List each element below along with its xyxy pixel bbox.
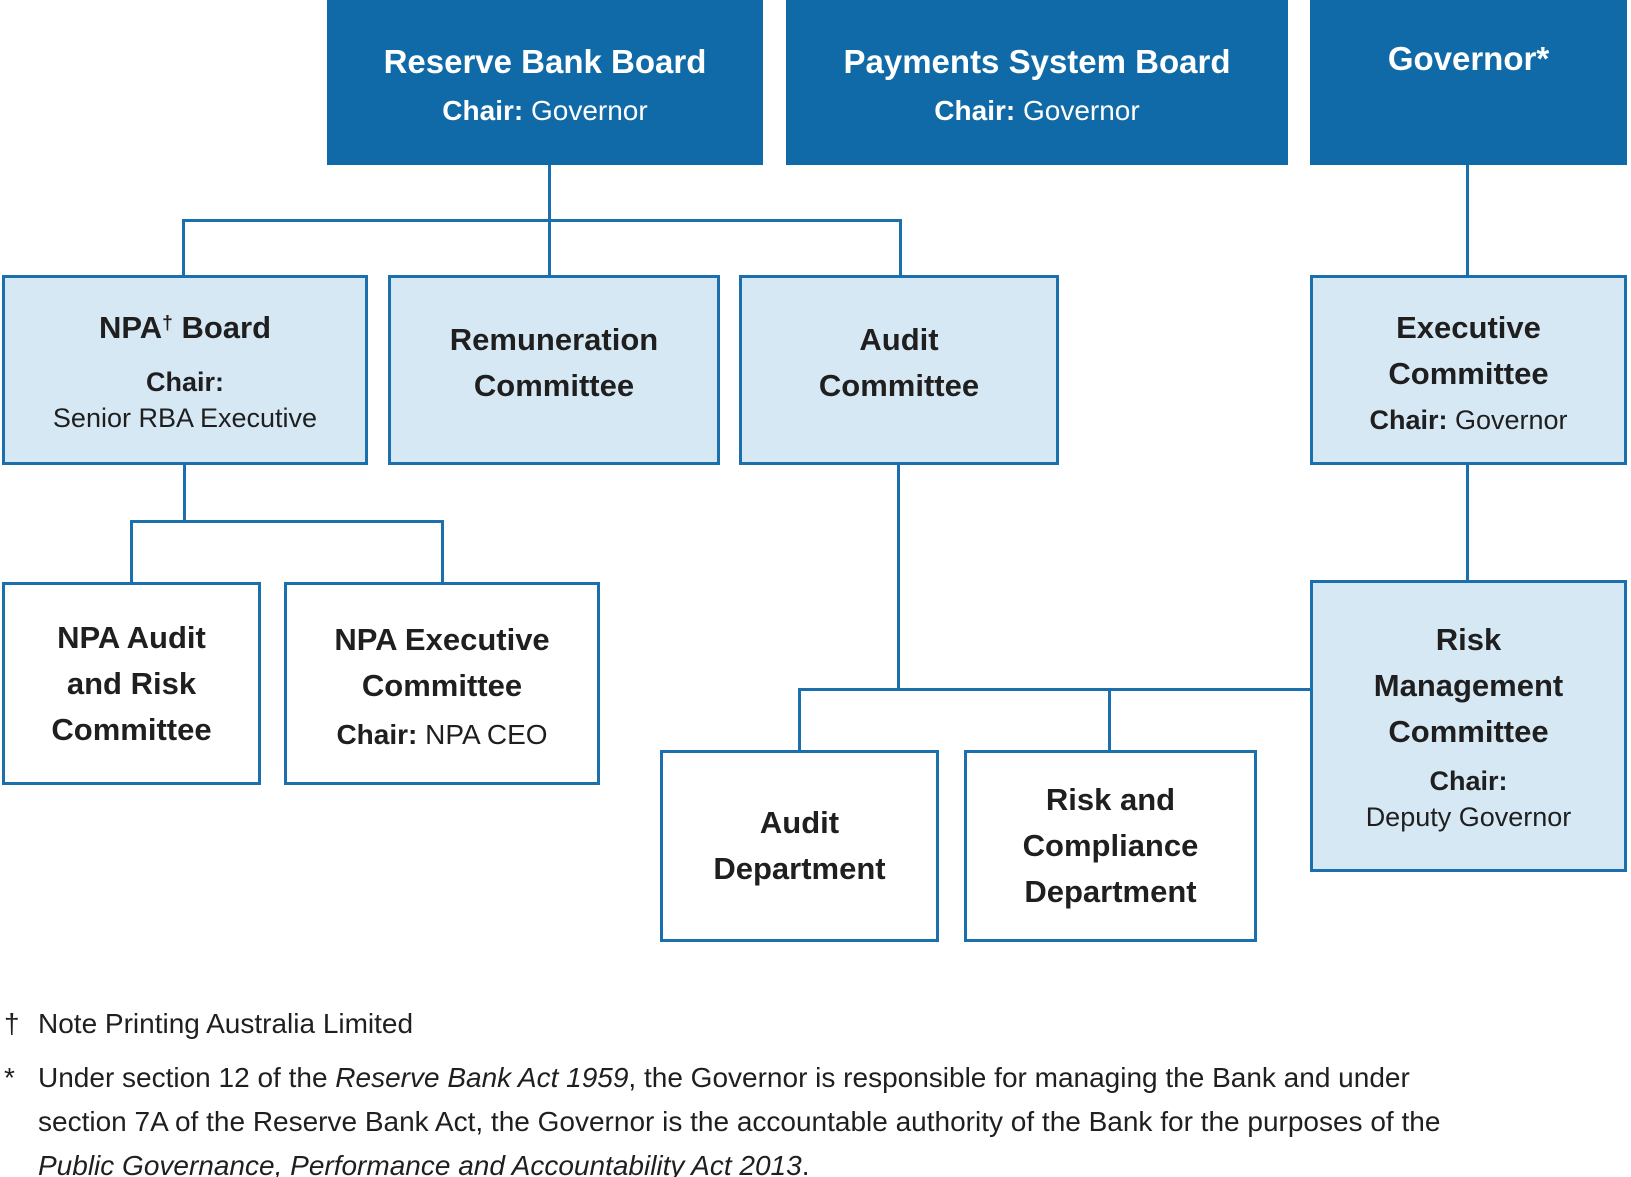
footnote-dagger-text: Note Printing Australia Limited <box>38 1008 414 1039</box>
footnote-asterisk-line3: Public Governance, Performance and Accou… <box>38 1150 810 1177</box>
risk-management-committee-title: Risk Management Committee <box>1373 622 1564 749</box>
footnote-asterisk-marker: * <box>4 1062 15 1093</box>
npa-executive-committee-chair: Chair: NPA CEO <box>336 718 548 750</box>
reserve-bank-board-chair: Chair: Governor <box>442 94 648 126</box>
footnote-dagger: † Note Printing Australia Limited <box>4 1002 1614 1046</box>
executive-committee-title: Executive Committee <box>1388 309 1549 391</box>
executive-committee-box: Executive Committee Chair: Governor <box>1310 275 1627 465</box>
npa-board-chair-label: Chair: <box>145 366 224 397</box>
remuneration-committee-title: Remuneration Committee <box>449 322 659 403</box>
payments-system-board-title: Payments System Board <box>843 42 1231 80</box>
connector-drop-npa-board <box>182 219 185 275</box>
footnote-asterisk-line2: section 7A of the Reserve Bank Act, the … <box>38 1106 1441 1137</box>
risk-management-committee-chair-label: Chair: <box>1429 766 1508 796</box>
connector-npa-branch <box>130 520 444 523</box>
governor-title: Governor* <box>1387 39 1550 77</box>
executive-committee-chair: Chair: Governor <box>1369 404 1568 435</box>
audit-committee-box: Audit Committee <box>739 275 1059 465</box>
governor-box: Governor* <box>1310 0 1627 165</box>
npa-board-title: NPA† Board <box>98 309 272 345</box>
footnotes: † Note Printing Australia Limited * Unde… <box>4 1002 1614 1177</box>
connector-rbb-branch <box>182 219 902 222</box>
footnote-asterisk-text: Under section 12 of the Reserve Bank Act… <box>38 1056 1440 1177</box>
footnote-asterisk: * Under section 12 of the Reserve Bank A… <box>4 1056 1614 1177</box>
connector-audit-branch <box>798 688 1310 691</box>
npa-executive-committee-title: NPA Executive Committee <box>334 621 550 703</box>
risk-compliance-department-title: Risk and Compliance Department <box>1022 782 1199 909</box>
remuneration-committee-box: Remuneration Committee <box>388 275 720 465</box>
payments-system-board-box: Payments System Board Chair: Governor <box>786 0 1288 165</box>
npa-audit-risk-committee-title: NPA Audit and Risk Committee <box>51 619 212 747</box>
npa-board-chair-value: Senior RBA Executive <box>52 402 318 433</box>
connector-drop-npa-executive <box>441 520 444 582</box>
connector-drop-audit-committee <box>899 219 902 275</box>
connector-governor-executive <box>1466 165 1469 275</box>
dagger-superscript: † <box>162 312 173 334</box>
reserve-bank-board-title: Reserve Bank Board <box>383 42 707 80</box>
connector-drop-audit-department <box>798 688 801 750</box>
connector-drop-npa-audit-risk <box>130 520 133 582</box>
connector-drop-remuneration <box>548 219 551 275</box>
risk-compliance-department-box: Risk and Compliance Department <box>964 750 1257 942</box>
audit-committee-title: Audit Committee <box>818 322 980 403</box>
connector-npa-stub <box>183 465 186 522</box>
connector-executive-risk-management <box>1466 465 1469 580</box>
npa-board-box: NPA† Board Chair: Senior RBA Executive <box>2 275 368 465</box>
connector-audit-stub <box>897 465 900 691</box>
connector-drop-risk-compliance <box>1108 688 1111 750</box>
audit-department-title: Audit Department <box>713 805 886 886</box>
connector-rbb-stub <box>548 165 551 222</box>
audit-department-box: Audit Department <box>660 750 939 942</box>
reserve-bank-board-box: Reserve Bank Board Chair: Governor <box>327 0 763 165</box>
risk-management-committee-box: Risk Management Committee Chair: Deputy … <box>1310 580 1627 872</box>
risk-management-committee-chair-value: Deputy Governor <box>1365 802 1572 832</box>
footnote-dagger-marker: † <box>4 1008 20 1039</box>
npa-audit-risk-committee-box: NPA Audit and Risk Committee <box>2 582 261 785</box>
npa-executive-committee-box: NPA Executive Committee Chair: NPA CEO <box>284 582 600 785</box>
footnote-asterisk-line1: Under section 12 of the Reserve Bank Act… <box>38 1062 1410 1093</box>
payments-system-board-chair: Chair: Governor <box>934 94 1140 126</box>
